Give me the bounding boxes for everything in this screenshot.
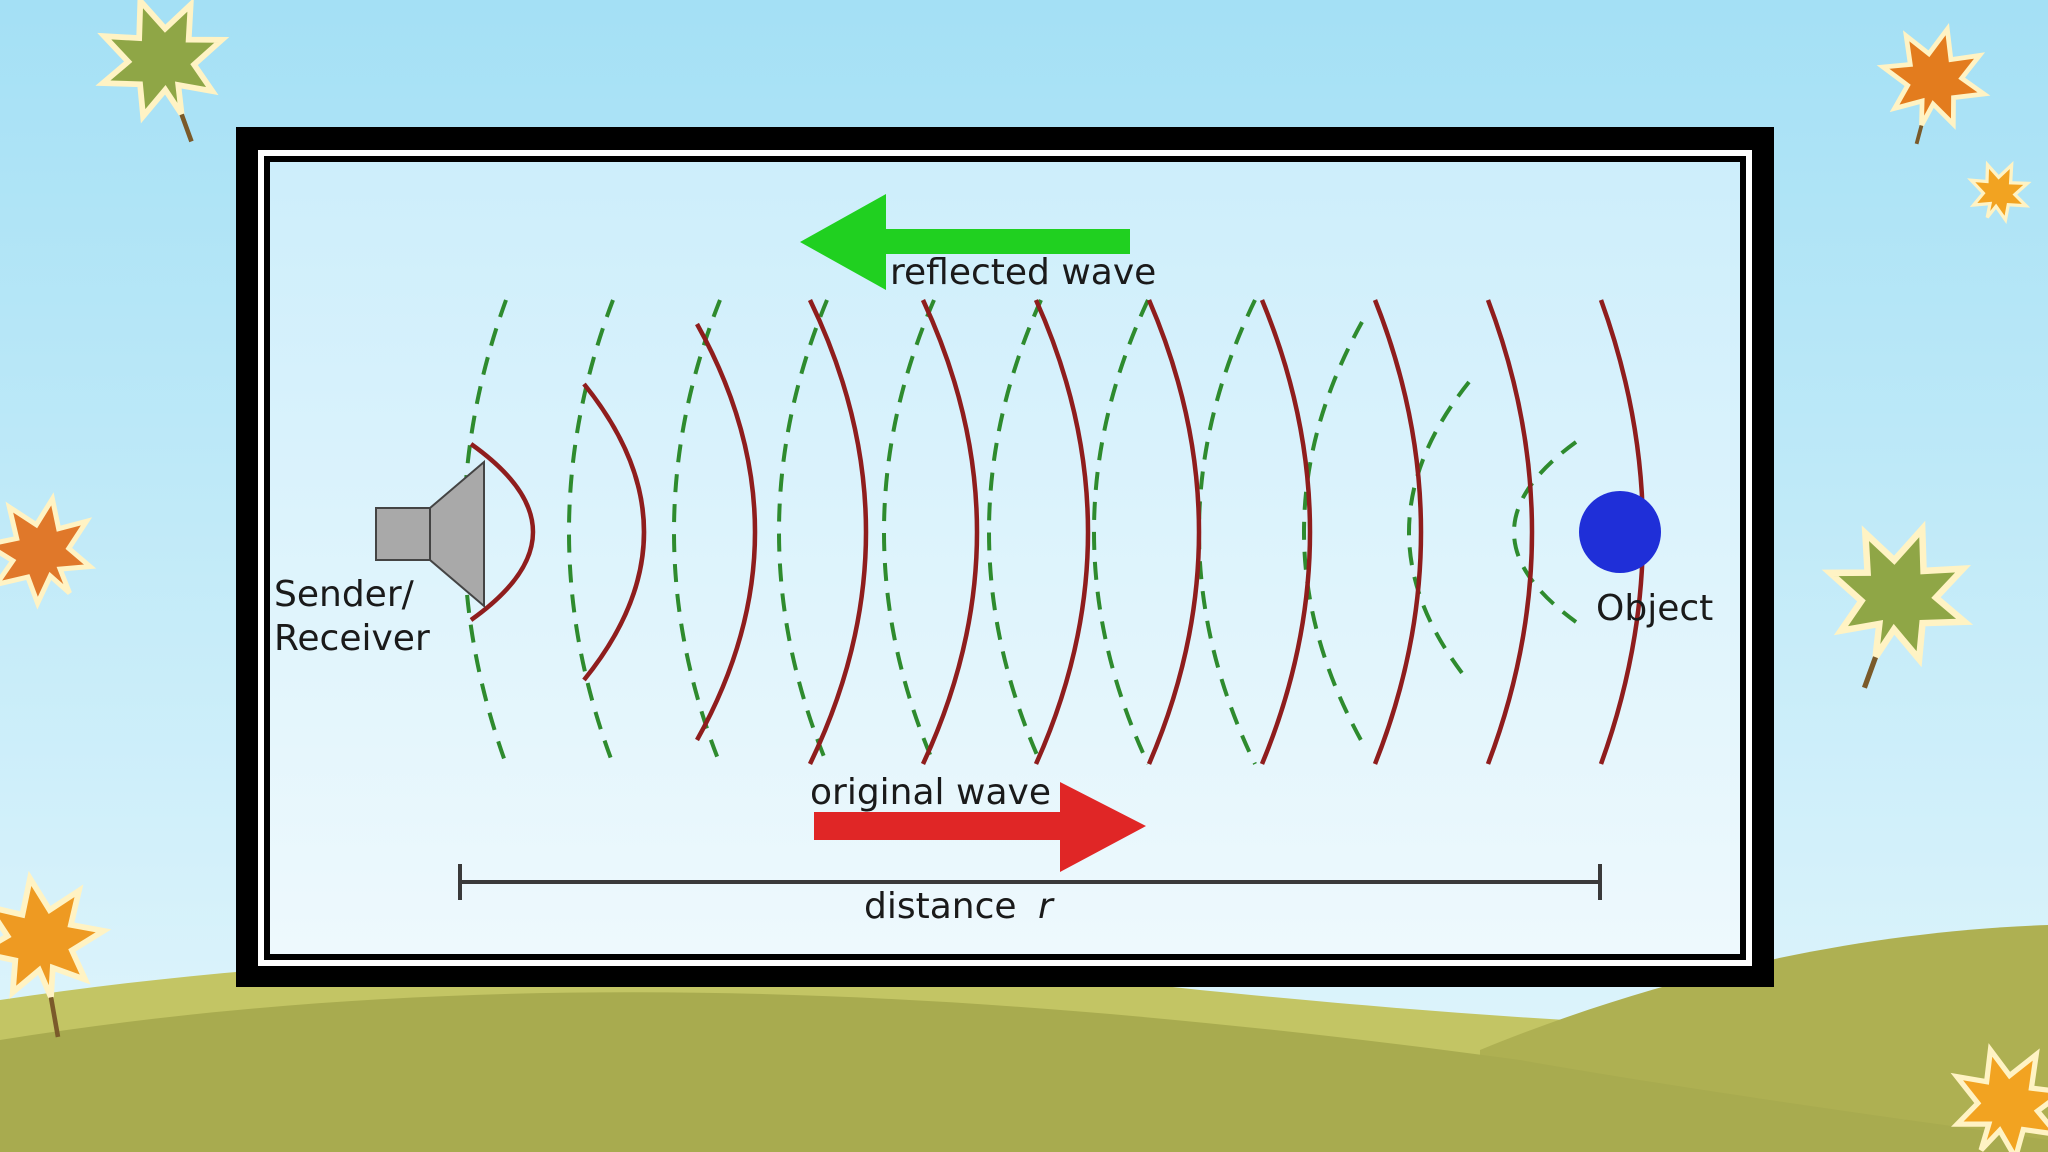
receiver-label: Receiver xyxy=(274,618,430,659)
distance-label: distance r xyxy=(864,886,1055,927)
object-label: Object xyxy=(1596,588,1713,629)
reflected-wave-label: reflected wave xyxy=(890,252,1156,293)
distance-variable: r xyxy=(1038,886,1055,927)
sender-label: Sender/ xyxy=(274,574,415,615)
object-circle xyxy=(1579,491,1661,573)
original-wave-label: original wave xyxy=(810,772,1051,813)
distance-word: distance xyxy=(864,886,1017,927)
